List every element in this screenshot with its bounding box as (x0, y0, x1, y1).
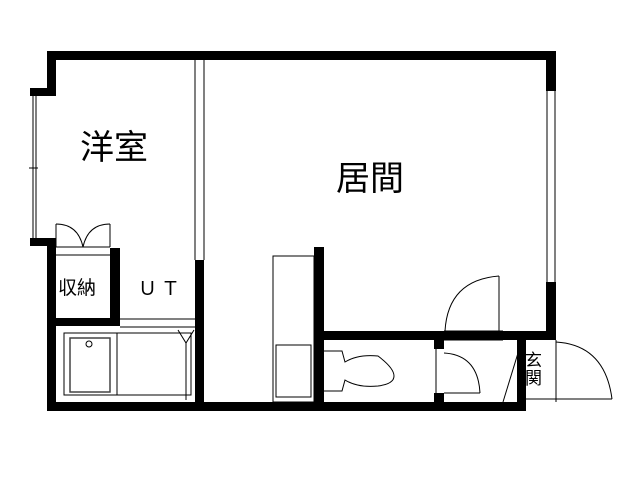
room-label-storage: 収納 (58, 277, 97, 299)
interior-walls (56, 247, 526, 411)
room-label-western: 洋室 (80, 128, 148, 168)
room-label-entrance: 玄関 (521, 351, 541, 387)
doors (435, 275, 613, 403)
room-label-unit-bath: ＵＴ (138, 278, 185, 300)
room-label-living: 居間 (336, 159, 404, 199)
exterior-walls (30, 51, 556, 411)
windows (29, 91, 556, 282)
sliding-partition (194, 60, 205, 260)
closet-doors (55, 223, 111, 256)
unit-bath-fixtures (63, 318, 195, 400)
toilet (324, 350, 395, 392)
refrigerator-space (272, 255, 315, 403)
